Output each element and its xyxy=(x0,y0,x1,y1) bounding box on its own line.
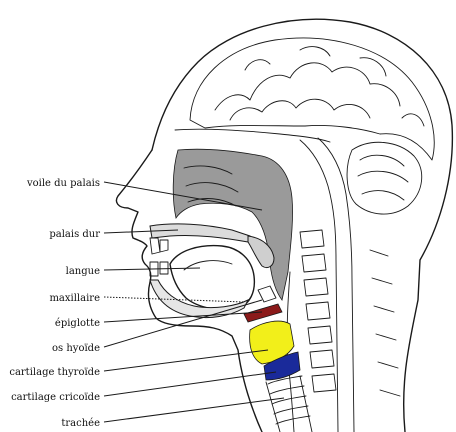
trachea xyxy=(266,376,312,432)
label-epiglotte: épiglotte xyxy=(55,318,100,329)
leader-cartilage-cricoide xyxy=(104,372,276,396)
label-maxillaire: maxillaire xyxy=(49,293,100,304)
skull-base xyxy=(175,129,330,142)
label-trachee: trachée xyxy=(61,418,100,429)
label-palais-dur: palais dur xyxy=(49,229,100,240)
label-cartilage-thyroide: cartilage thyroïde xyxy=(9,367,100,378)
spinous-processes xyxy=(370,250,400,396)
upper-teeth xyxy=(150,238,168,254)
label-voile-du-palais: voile du palais xyxy=(26,178,100,189)
hard-palate xyxy=(150,224,250,242)
hyoid-bone xyxy=(258,286,276,302)
leader-trachee xyxy=(104,398,284,422)
cerebellum xyxy=(347,142,422,214)
label-langue: langue xyxy=(66,266,100,277)
label-cartilage-cricoide: cartilage cricoïde xyxy=(11,392,100,403)
leader-cartilage-thyroide xyxy=(104,350,268,371)
label-os-hyoide: os hyoïde xyxy=(52,343,100,354)
brain-gyri xyxy=(215,47,424,126)
cervical-vertebrae xyxy=(300,230,336,392)
